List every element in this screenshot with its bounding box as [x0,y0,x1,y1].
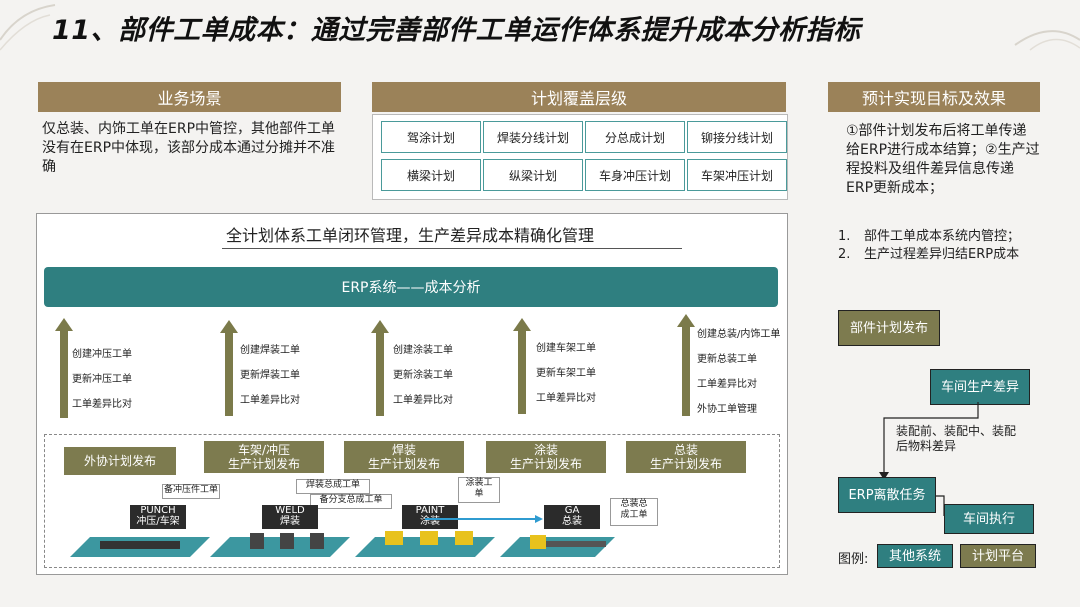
legend-plan-platform: 计划平台 [960,544,1036,568]
goals-list-item: 生产过程差异归结ERP成本 [864,247,1020,262]
release-outsourcing: 外协计划发布 [64,447,176,475]
plan-item: 铆接分线计划 [687,121,787,153]
plan-item: 分总成计划 [585,121,685,153]
plan-item: 焊装分线计划 [483,121,583,153]
up-arrow-icon [220,320,238,416]
erp-discrete-task-box: ERP离散任务 [838,477,936,513]
legend-other-system: 其他系统 [877,544,953,568]
up-arrow-icon [513,318,531,414]
column-list: 创建涂装工单更新涂装工单工单差异比对 [393,345,453,406]
column-list: 创建总装/内饰工单更新总装工单工单差异比对外协工单管理 [697,329,781,415]
variance-note: 装配前、装配中、装配后物料差异 [896,424,1017,453]
plan-item: 纵梁计划 [483,159,583,191]
plan-item: 车架冲压计划 [687,159,787,191]
order-label: 总装总 成工单 [610,498,658,526]
order-label: 备分支总成工单 [310,494,392,509]
workshop-execute-box: 车间执行 [944,504,1034,534]
scenario-header: 业务场景 [38,82,341,112]
plan-item: 驾涂计划 [381,121,481,153]
goals-list-item: 部件工单成本系统内管控； [864,229,1021,244]
flow-connector-icon [879,402,979,480]
release-frame-stamping: 车架/冲压 生产计划发布 [204,441,324,473]
goals-list: 1.部件工单成本系统内管控； 2.生产过程差异归结ERP成本 [838,229,1021,262]
column-list: 创建车架工单更新车架工单工单差异比对 [536,343,596,404]
up-arrow-icon [55,318,73,418]
corner-decoration-icon [0,4,56,51]
up-arrow-icon [677,314,695,416]
process-area [44,434,780,568]
release-welding: 焊装 生产计划发布 [344,441,464,473]
plan-item: 横梁计划 [381,159,481,191]
column-list: 创建冲压工单更新冲压工单工单差异比对 [72,349,132,410]
erp-system-bar: ERP系统——成本分析 [44,267,778,307]
up-arrow-icon [371,320,389,416]
release-painting: 涂装 生产计划发布 [486,441,606,473]
legend-label: 图例: [838,552,869,567]
order-label: 备冲压件工单 [162,484,220,499]
release-assembly: 总装 生产计划发布 [626,441,746,473]
part-plan-release-box: 部件计划发布 [838,310,940,346]
factory-floor-illustration [70,515,615,557]
workshop-variance-box: 车间生产差异 [930,369,1030,405]
order-label: 焊装总成工单 [296,479,370,494]
column-list: 创建焊装工单更新焊装工单工单差异比对 [240,345,300,406]
goals-header: 预计实现目标及效果 [828,82,1040,112]
scenario-text: 仅总装、内饰工单在ERP中管控，其他部件工单没有在ERP中体现，该部分成本通过分… [42,121,336,175]
page-title: 11、部件工单成本：通过完善部件工单运作体系提升成本分析指标 [52,15,861,46]
plan-levels-panel: 驾涂计划 焊装分线计划 分总成计划 铆接分线计划 横梁计划 纵梁计划 车身冲压计… [372,114,788,200]
corner-decoration-icon [1014,30,1080,51]
plan-item: 车身冲压计划 [585,159,685,191]
plan-levels-header: 计划覆盖层级 [372,82,786,112]
order-label: 涂装工 单 [458,477,500,503]
subtitle-underline [222,248,682,249]
goals-text: ①部件计划发布后将工单传递给ERP进行成本结算；②生产过程投料及组件差异信息传递… [846,123,1040,196]
main-subtitle: 全计划体系工单闭环管理，生产差异成本精确化管理 [226,226,595,245]
